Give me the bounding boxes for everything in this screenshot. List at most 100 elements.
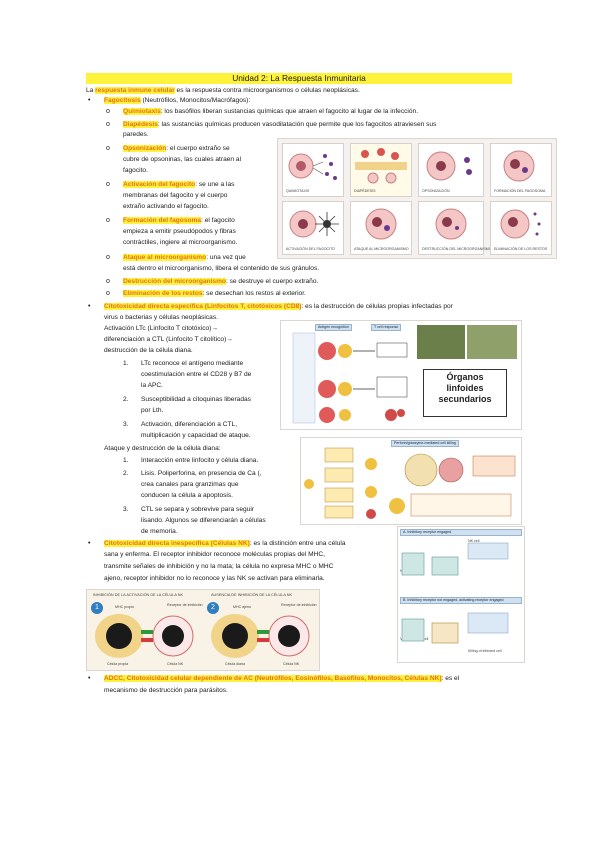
fagocitosis-heading: Fagocitosis (Neutrófilos, Monocitos/Macr…: [104, 96, 250, 106]
circle-bullet: o: [106, 254, 110, 261]
attack-step: de memoria.: [141, 528, 178, 535]
circle-bullet: o: [106, 217, 110, 224]
panel-caption: MHC propio: [115, 605, 135, 609]
panel-caption: NK cell: [468, 539, 480, 543]
activation-step: coestimulación entre el CD28 y B7 de: [141, 371, 252, 378]
figure-header: B. Inhibitory receptor not engaged, acti…: [400, 597, 522, 604]
activation-step: Susceptibilidad a citoquinas liberadas: [141, 396, 251, 403]
step-term: Opsonización: [123, 145, 167, 152]
attack-step: conducen la célula a apoptosis.: [141, 492, 234, 499]
bullet-dot: •: [88, 303, 91, 310]
activation-line: destrucción de la célula diana.: [104, 347, 193, 354]
step-diapedesis: Diapédesis: las sustancias químicas prod…: [123, 120, 436, 130]
bullet-dot: •: [88, 97, 91, 104]
activation-line: Activación LTc (Linfocito T citotóxico)→: [104, 325, 218, 332]
nk-cells-illustration: [95, 614, 310, 658]
step-number-badge: 1: [91, 602, 103, 614]
step-term: Quimiotaxis: [123, 108, 161, 115]
step-term: Diapédesis: [123, 121, 158, 128]
fagocitosis-term: Fagocitosis: [104, 97, 141, 104]
step-text: : se destruye el cuerpo extraño.: [225, 278, 319, 285]
intro-post: es la respuesta contra microorganismos o…: [174, 87, 360, 94]
perforin-figure: Perforin/granzyme-mediated cell killing: [300, 437, 522, 525]
step-opsonizacion: Opsonización: el cuerpo extraño se: [123, 144, 230, 154]
panel-opsonizacion: OPSONIZACIÓN: [418, 143, 484, 197]
step-text: : el fagocito: [201, 217, 235, 224]
step-text-cont: cubre de opsoninas, las cuales atraen al: [123, 156, 242, 163]
step-term: Ataque al microorganismo: [123, 254, 207, 261]
panel-eliminacion: ELIMINACIÓN DE LOS RESTOS: [490, 201, 552, 255]
panel-activacion: ACTIVACIÓN DEL FAGOCITO: [282, 201, 344, 255]
step-text-cont: contráctiles, ingiere al microorganismo.: [123, 239, 238, 246]
activation-step: por Lth.: [141, 407, 164, 414]
panel-caption: Receptor de inhibición: [281, 603, 317, 607]
step-term: Destrucción del microorganismo: [123, 278, 226, 285]
panel-caption: DIAPÉDESIS: [354, 189, 376, 193]
step-text: : una vez que: [206, 254, 246, 261]
activation-step: multiplicación y capacidad de ataque.: [141, 432, 251, 439]
activation-step: LTc reconoce el antígeno mediante: [141, 360, 244, 367]
step-destruccion: Destrucción del microorganismo: se destr…: [123, 277, 318, 287]
figure-header: A. Inhibitory receptor engaged: [400, 529, 522, 536]
attack-step: Interacción entre linfocito y célula dia…: [141, 457, 259, 464]
panel-formacion-fagosoma: FORMACIÓN DEL FAGOSOMA: [490, 143, 552, 197]
perforin-diagram: [304, 447, 516, 519]
step-text: : se une a las: [195, 181, 235, 188]
circle-bullet: o: [106, 145, 110, 152]
panel-caption: DESTRUCCIÓN DEL MICROORGANISMO: [422, 247, 492, 251]
ctl-diagram: [292, 332, 408, 424]
attack-step: lisando. Algunos se diferenciarán a célu…: [141, 517, 266, 524]
panel-caption: ELIMINACIÓN DE LOS RESTOS: [494, 247, 548, 251]
citotox-especifica-text: : es la destrucción de células propias i…: [301, 303, 453, 310]
adcc-heading: ADCC, Citotoxicidad celular dependiente …: [104, 674, 459, 684]
text-cont: mecanismo de destrucción para parásitos.: [104, 687, 228, 694]
activation-step: Activación, diferenciación a CTL,: [141, 421, 238, 428]
text-cont: sana y enferma. El receptor inhibidor re…: [104, 551, 325, 558]
circle-bullet: o: [106, 278, 110, 285]
cell-illustration: [435, 208, 467, 240]
figure-header: INHIBICIÓN DE LA ACTIVACIÓN DE LA CÉLULA…: [93, 593, 184, 597]
step-text-cont: membranas del fagocito y el cuerpo: [123, 192, 228, 199]
micrograph-left: [417, 325, 465, 359]
citotox-inespecifica-text: : es la distinción entre una célula: [249, 540, 346, 547]
step-term: Activación del fagocito: [123, 181, 196, 188]
cell-illustration: [500, 209, 541, 239]
organos-label: Órganos: [446, 372, 484, 382]
adcc-term: ADCC, Citotoxicidad celular dependiente …: [104, 675, 442, 682]
step-fagosoma: Formación del fagosoma: el fagocito: [123, 216, 235, 226]
citotox-especifica-heading: Citotoxicidad directa específica (Linfoc…: [104, 302, 453, 312]
step-text: : los basófilos liberan sustancias quími…: [160, 108, 419, 115]
list-number: 3.: [123, 421, 129, 428]
nk-receptor-figure: A. Inhibitory receptor engaged NK cell N…: [397, 526, 525, 663]
list-number: 2.: [123, 396, 129, 403]
panel-caption: MHC ajeno: [233, 605, 251, 609]
step-activacion: Activación del fagocito: se une a las: [123, 180, 234, 190]
figure-header: T cell response: [371, 324, 402, 331]
attack-step: Lisis. Poliperforina, en presencia de Ca…: [141, 470, 262, 477]
cell-illustration: [355, 148, 407, 184]
intro-pre: La: [86, 87, 96, 94]
panel-caption: FORMACIÓN DEL FAGOSOMA: [494, 189, 546, 193]
step-number-badge: 2: [207, 602, 219, 614]
step-term: Formación del fagosoma: [123, 217, 202, 224]
cell-illustration: [288, 153, 337, 180]
list-number: 1.: [123, 360, 129, 367]
step-ataque: Ataque al microorganismo: una vez que: [123, 253, 246, 263]
circle-bullet: o: [106, 181, 110, 188]
panel-caption: QUIMIOTAXIS: [286, 189, 310, 193]
circle-bullet: o: [106, 108, 110, 115]
panel-destruccion: DESTRUCCIÓN DEL MICROORGANISMO: [418, 201, 492, 255]
citotox-especifica-term: Citotoxicidad directa específica (Linfoc…: [104, 303, 302, 310]
step-eliminacion: Eliminación de los restos: se desechan l…: [123, 289, 306, 299]
fagocitosis-rest: (Neutrófilos, Monocitos/Macrófagos):: [140, 97, 251, 104]
figure-header: Antigen recognition: [315, 324, 352, 331]
step-text-cont: extraño activando el fagocito.: [123, 203, 209, 210]
step-text: : las sustancias químicas producen vasod…: [157, 121, 437, 128]
panel-caption: Célula diana: [225, 662, 245, 666]
attack-step: crea canales para granzimas que: [141, 481, 239, 488]
cell-illustration: [365, 208, 397, 240]
circle-bullet: o: [106, 290, 110, 297]
attack-title: Ataque y destrucción de la célula diana:: [104, 445, 221, 452]
attack-step: CTL se separa y sobrevive para seguir: [141, 506, 255, 513]
